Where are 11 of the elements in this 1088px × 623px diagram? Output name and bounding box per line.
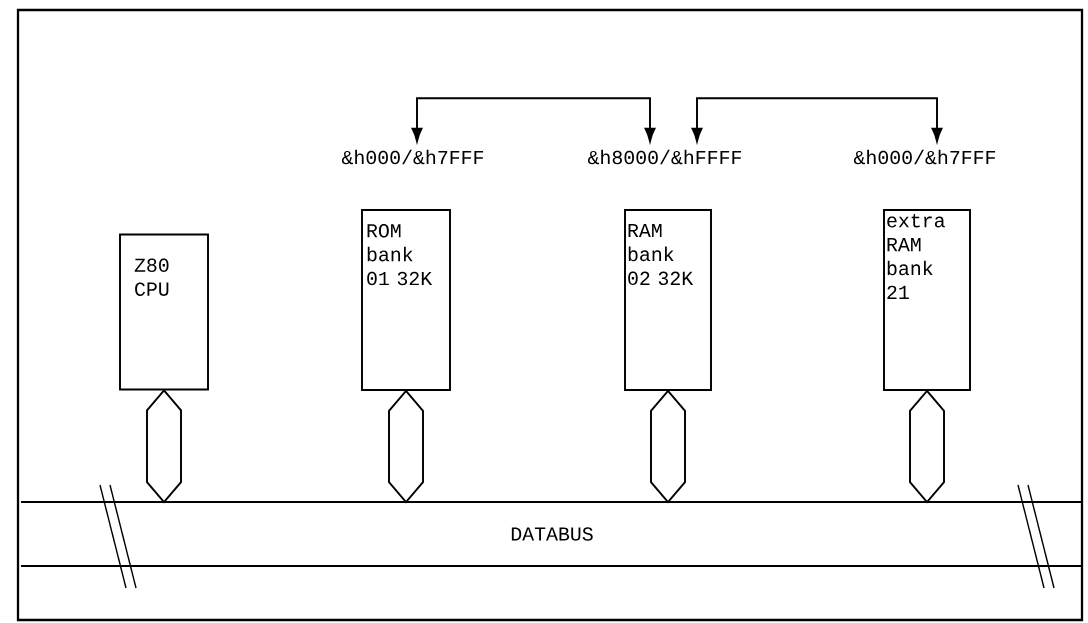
memory-box: Z80 CPU	[119, 233, 209, 391]
bracket-arrow	[411, 97, 656, 142]
address-label: &h000/&h7FFF	[341, 149, 484, 165]
address-label: &h000/&h7FFF	[853, 149, 996, 165]
databus-band: DATABUS	[20, 484, 1084, 589]
bracket-arrow	[691, 97, 943, 142]
address-label: &h8000/&hFFFF	[587, 149, 741, 165]
memory-box: ROM bank 01 32K	[361, 209, 451, 391]
memory-box: RAM bank 02 32K	[624, 209, 712, 391]
bus-arrow	[146, 389, 182, 504]
memory-box: extra RAM bank 21	[883, 209, 971, 391]
